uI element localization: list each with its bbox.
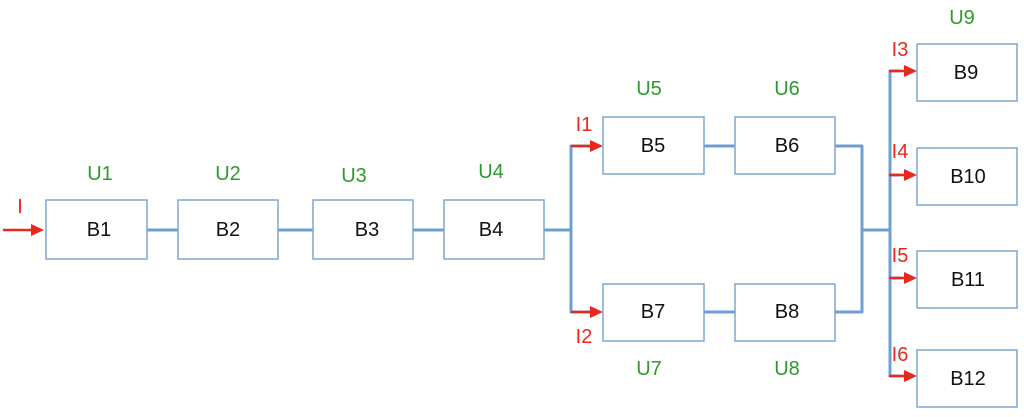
block-b6: B6 xyxy=(734,116,836,175)
input-arrowhead-i5 xyxy=(904,272,917,284)
input-arrowhead-i3 xyxy=(904,65,917,77)
u-label-u2: U2 xyxy=(215,163,241,185)
block-label: B6 xyxy=(775,135,799,157)
connector-b6-merge xyxy=(833,144,864,232)
i-label-i3: I3 xyxy=(892,39,909,61)
u-label-u4: U4 xyxy=(478,161,504,183)
connector-split-b7 xyxy=(569,228,592,314)
i-label-i1: I1 xyxy=(576,114,593,136)
block-label: B8 xyxy=(775,301,799,323)
block-label: B11 xyxy=(951,269,985,291)
i-labels: I I1 I2 I3 I4 I5 I6 xyxy=(17,39,908,366)
u-label-u3: U3 xyxy=(341,165,367,187)
block-label: B12 xyxy=(950,368,986,390)
input-arrowhead-i1 xyxy=(590,140,603,152)
block-label: B1 xyxy=(87,219,111,241)
block-b11: B11 xyxy=(916,250,1018,309)
input-arrowhead-i4 xyxy=(904,169,917,181)
u-label-u5: U5 xyxy=(636,78,662,100)
block-label: B9 xyxy=(954,62,978,84)
block-b1: B1 xyxy=(45,199,148,260)
block-label: B4 xyxy=(479,219,503,241)
connector-split-b5 xyxy=(569,144,592,232)
block-label: B10 xyxy=(950,166,986,188)
block-label: B2 xyxy=(216,219,240,241)
block-b3: B3 xyxy=(312,199,414,260)
i-label-i6: I6 xyxy=(892,344,909,366)
block-b10: B10 xyxy=(916,147,1018,206)
block-b12: B12 xyxy=(916,349,1018,408)
block-label: B7 xyxy=(641,301,665,323)
connector-b8-merge xyxy=(833,228,864,314)
i-label-i: I xyxy=(17,196,23,218)
block-b2: B2 xyxy=(177,199,279,260)
input-arrowhead-i xyxy=(31,224,44,236)
block-b5: B5 xyxy=(602,116,705,175)
u-label-u8: U8 xyxy=(774,358,800,380)
block-label: B3 xyxy=(355,219,379,241)
input-arrowhead-i2 xyxy=(590,306,603,318)
block-label: B5 xyxy=(641,135,665,157)
block-b7: B7 xyxy=(602,283,705,342)
u-label-u7: U7 xyxy=(636,358,662,380)
i-label-i2: I2 xyxy=(576,326,593,348)
input-arrowhead-i6 xyxy=(904,370,917,382)
block-b4: B4 xyxy=(443,199,545,260)
blocks: B1 B2 B3 B4 B5 B6 B7 B8 xyxy=(45,43,1018,408)
i-label-i4: I4 xyxy=(892,141,909,163)
i-label-i5: I5 xyxy=(892,245,909,267)
u-label-u6: U6 xyxy=(774,78,800,100)
u-labels: U1 U2 U3 U4 U5 U6 U7 U8 U9 xyxy=(87,7,975,380)
u-label-u1: U1 xyxy=(87,163,113,185)
block-b9: B9 xyxy=(916,43,1018,102)
block-b8: B8 xyxy=(734,283,836,342)
u-label-u9: U9 xyxy=(949,7,975,29)
input-arrows xyxy=(2,65,917,382)
